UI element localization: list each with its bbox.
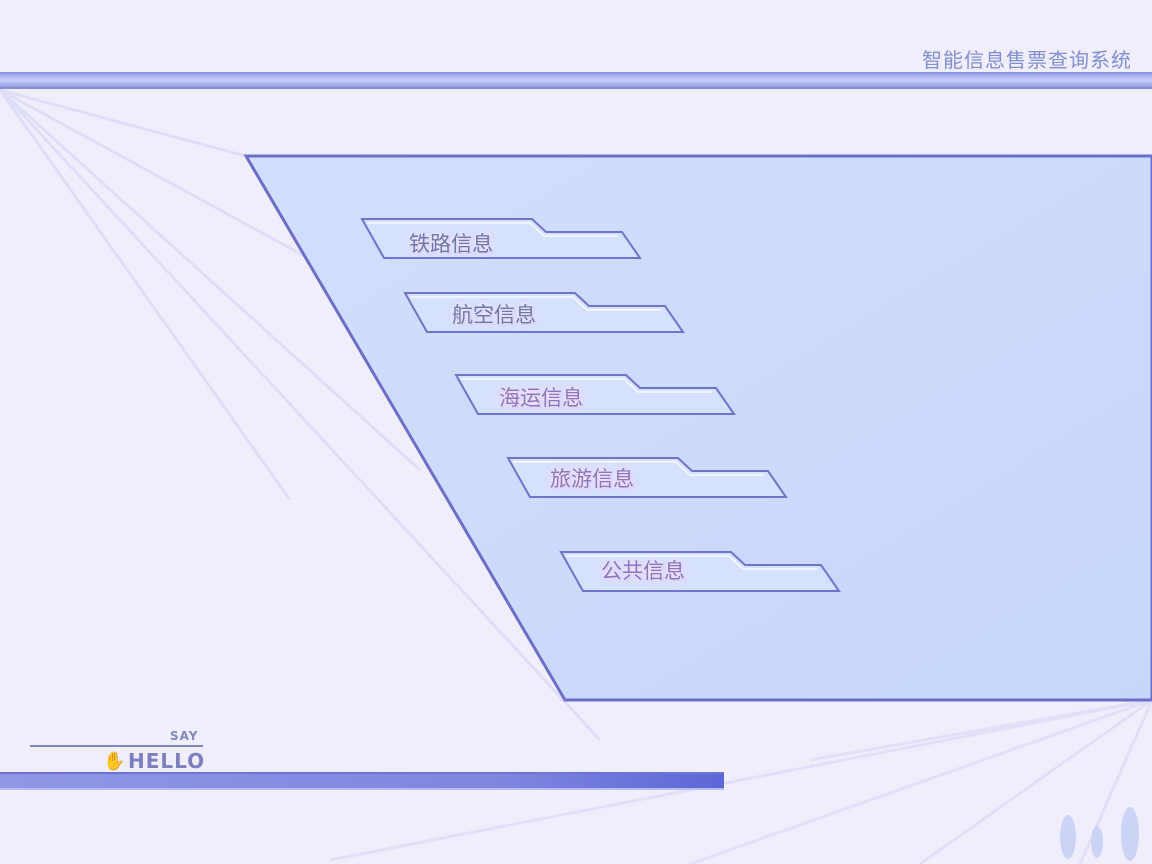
menu-button-shape-sea[interactable] [454,374,736,415]
menu-item-railway[interactable]: 铁路信息 [409,232,493,256]
menu-item-sea[interactable]: 海运信息 [499,386,583,410]
menu-item-travel[interactable]: 旅游信息 [550,467,634,491]
menu-button-shape-travel[interactable] [506,457,788,498]
hand-pointing-down-icon: ✋ [103,751,126,772]
menu-button-shape-railway[interactable] [360,218,642,259]
menu-item-air[interactable]: 航空信息 [452,303,536,327]
app-title: 智能信息售票查询系统 [922,48,1132,72]
hello-label: HELLO [128,749,206,773]
menu-button-shape-air[interactable] [403,292,685,333]
say-label: SAY [170,729,199,743]
menu-button-shape-public[interactable] [559,551,841,592]
menu-item-public[interactable]: 公共信息 [601,559,685,583]
